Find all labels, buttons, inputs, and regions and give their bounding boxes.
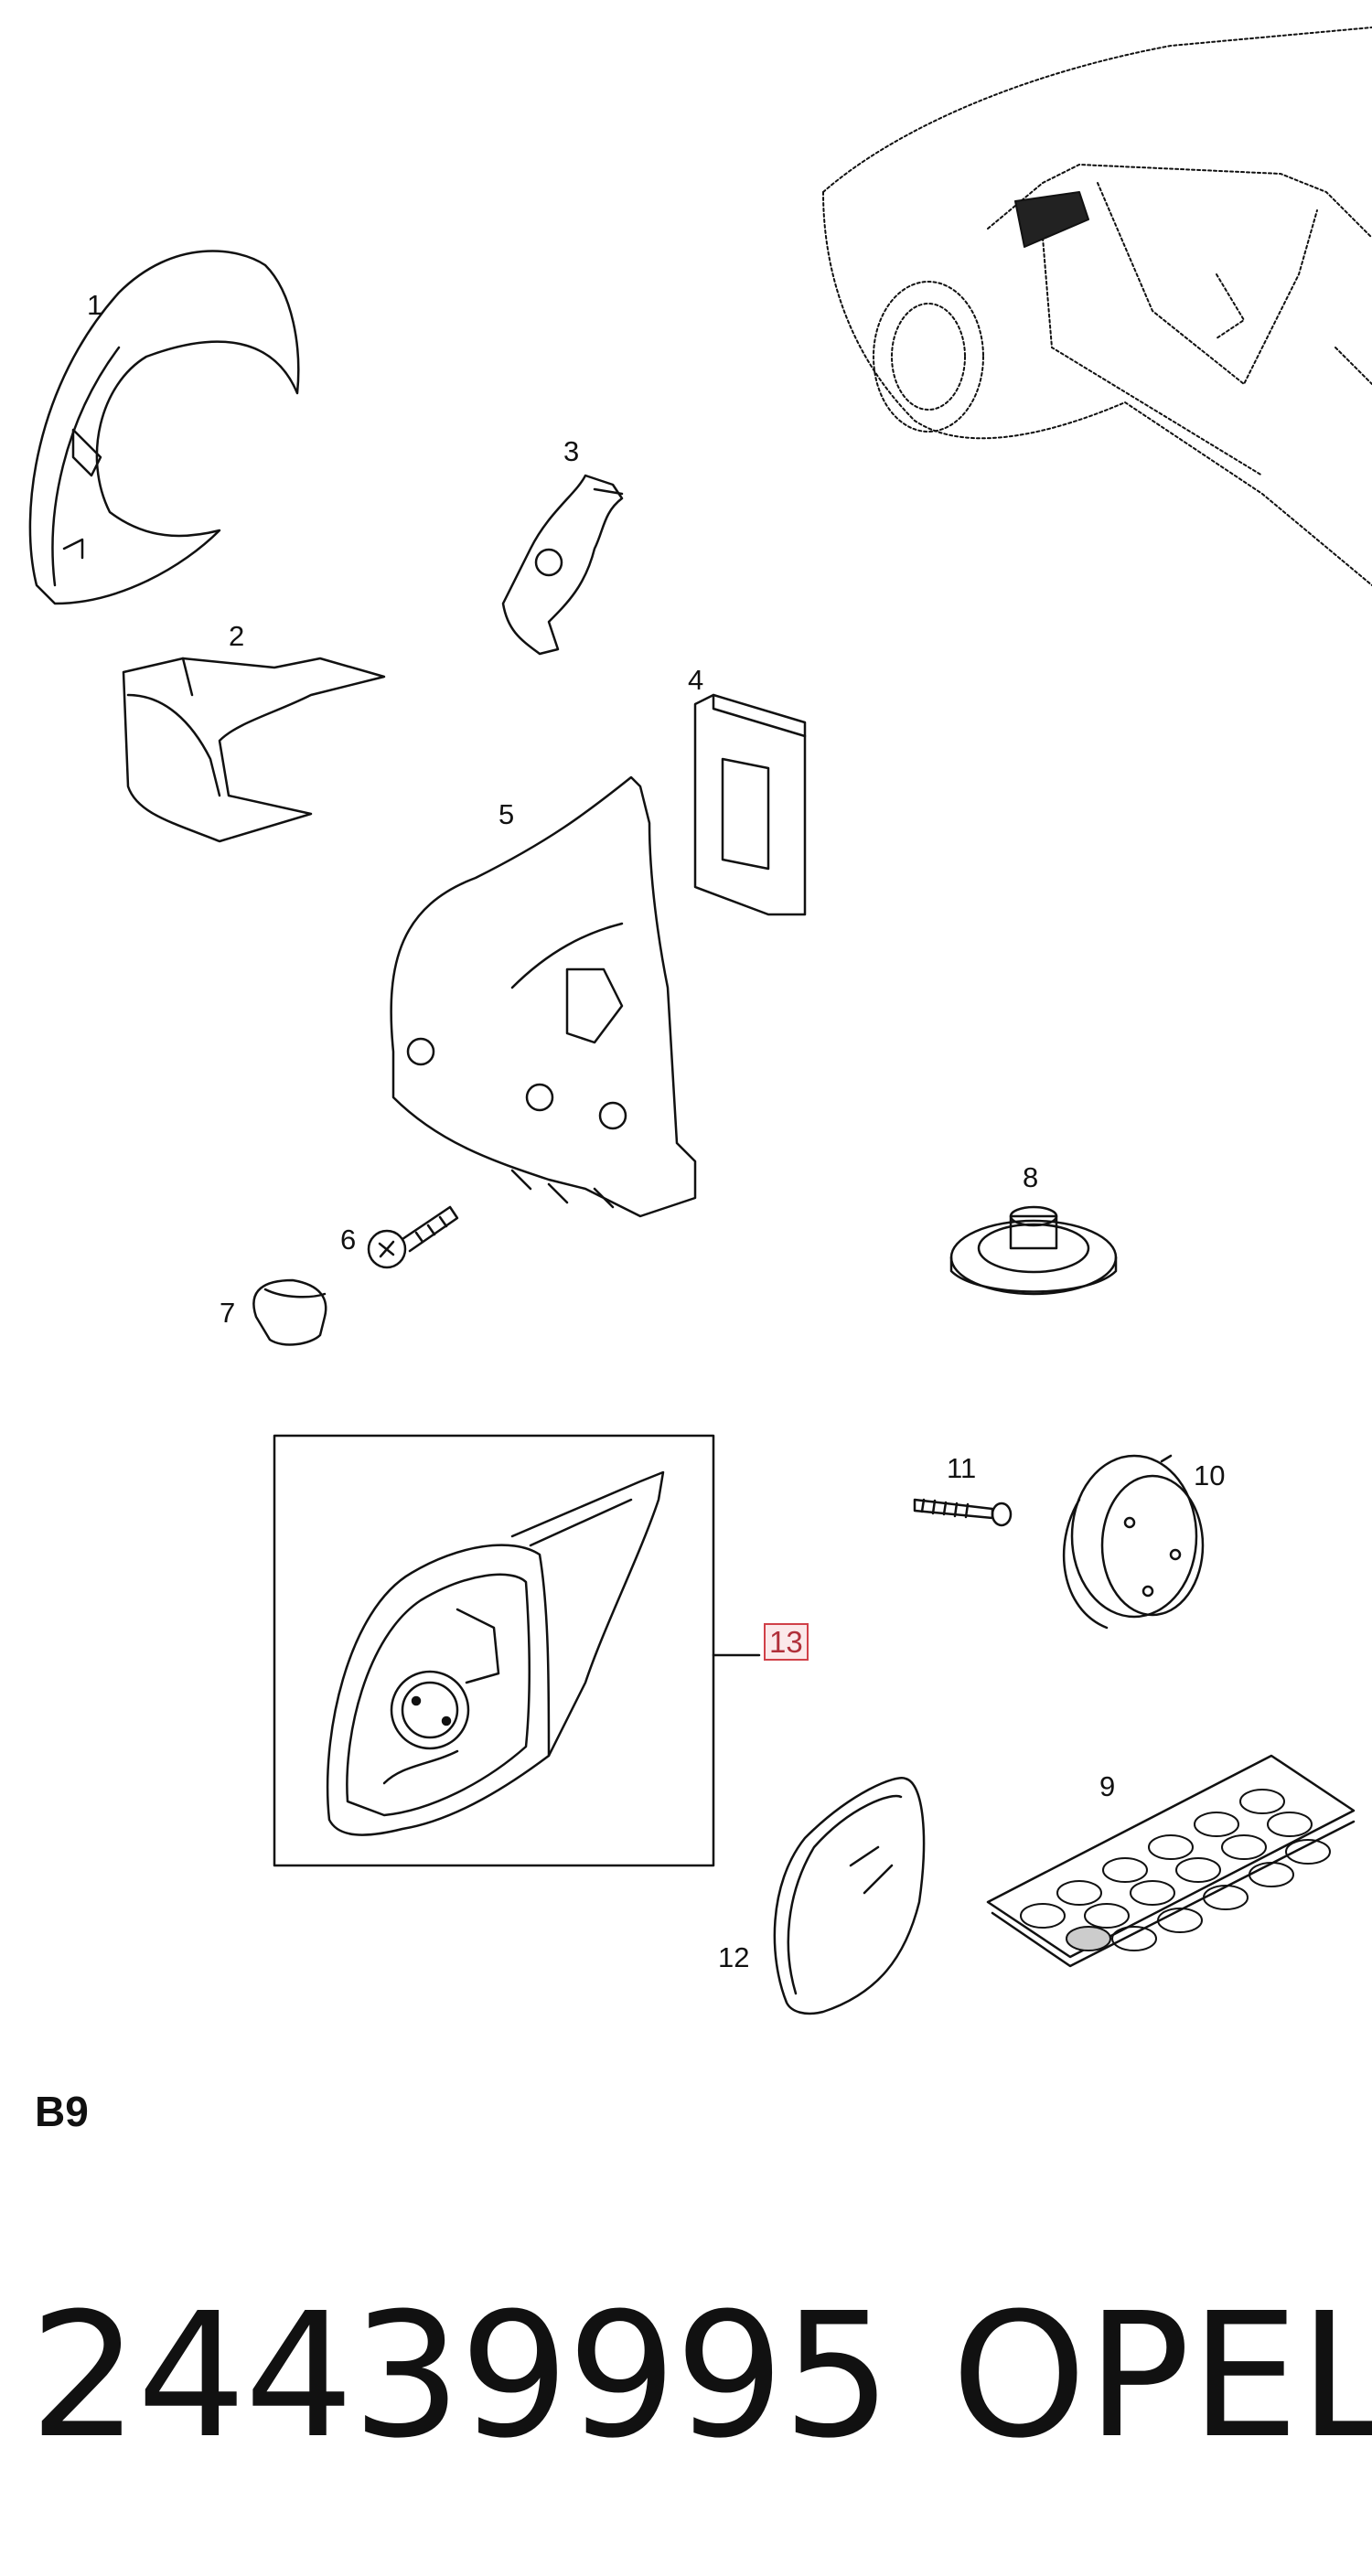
callout-12: 12 (718, 1941, 750, 1973)
callout-4: 4 (688, 664, 704, 696)
callout-1: 1 (87, 289, 103, 321)
part-12-mirror-glass (773, 1777, 926, 2015)
car-location-sketch (822, 27, 1372, 586)
part-1-mirror-cover (28, 250, 300, 605)
part-5-mirror-base (390, 775, 697, 1218)
section-code: B9 (35, 2088, 89, 2135)
part-10-motor (1062, 1454, 1205, 1630)
brand-name: OPEL (951, 2276, 1372, 2476)
part-13-assembly-frame (273, 1434, 715, 1867)
part-8-grommet (949, 1205, 1118, 1296)
part-7-plug (252, 1278, 327, 1346)
part-4-foam-pad (693, 693, 807, 916)
callout-9: 9 (1099, 1770, 1116, 1802)
callout-13-highlighted[interactable]: 13 (764, 1623, 809, 1661)
callout-6: 6 (340, 1224, 357, 1256)
exploded-parts-diagram (28, 27, 1372, 2015)
part-13-mirror-assembly (326, 1470, 665, 1836)
callout-8: 8 (1023, 1161, 1039, 1193)
part-number: 24439995 (29, 2276, 892, 2476)
part-9-adhesive-pad-sheet (986, 1754, 1356, 1968)
callout-5: 5 (498, 798, 515, 830)
callout-2: 2 (229, 620, 245, 652)
callout-10: 10 (1194, 1459, 1226, 1491)
part-2-housing-trim (122, 657, 386, 843)
part-3-bracket (501, 474, 624, 656)
part-6-screw (367, 1205, 459, 1269)
callout-11: 11 (947, 1452, 977, 1484)
part-11-long-screw (913, 1498, 1013, 1527)
callout-3: 3 (563, 435, 580, 467)
callout-7: 7 (220, 1297, 236, 1329)
